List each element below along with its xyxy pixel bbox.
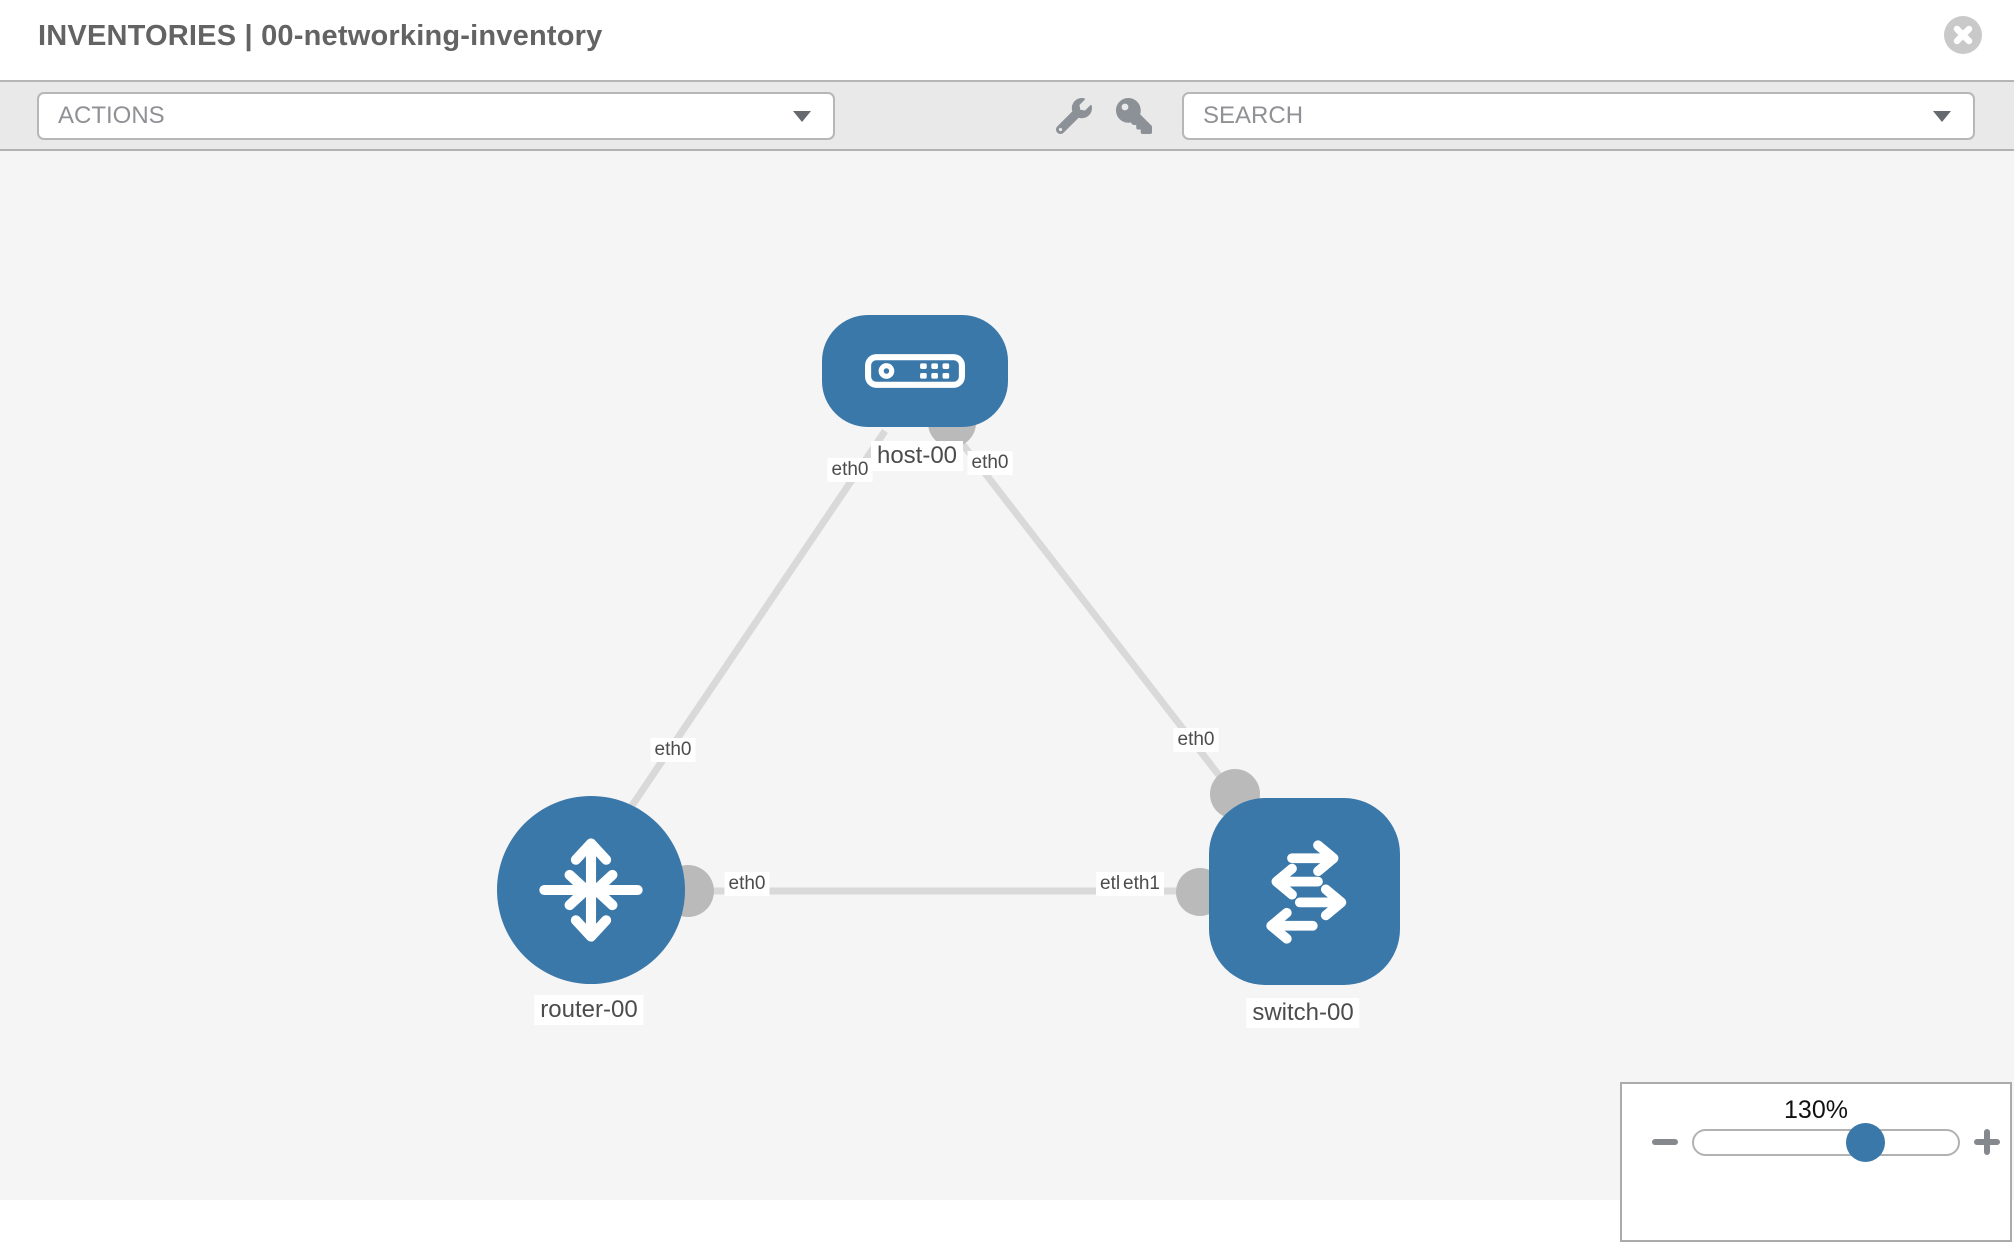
search-dropdown[interactable]: SEARCH	[1182, 92, 1975, 140]
node-switch-00[interactable]	[1209, 798, 1400, 985]
minus-icon	[1652, 1139, 1678, 1145]
search-dropdown-label: SEARCH	[1203, 102, 1304, 129]
zoom-panel: 130%	[1620, 1082, 2012, 1242]
key-button[interactable]	[1108, 90, 1160, 142]
wrench-button[interactable]	[1048, 90, 1100, 142]
topology-canvas[interactable]: host-00 router-00 switch-00 eth0 eth0 et…	[0, 151, 2014, 1242]
host-icon	[865, 354, 965, 388]
wrench-icon	[1056, 98, 1092, 134]
zoom-slider-track[interactable]	[1692, 1129, 1960, 1156]
page-title: INVENTORIES | 00-networking-inventory	[38, 20, 603, 52]
node-label-host: host-00	[870, 441, 964, 471]
plus-icon	[1984, 1129, 1990, 1155]
key-icon	[1116, 98, 1152, 134]
interface-label-host-eth0-left: eth0	[827, 458, 873, 482]
close-icon	[1953, 25, 1973, 45]
actions-dropdown[interactable]: ACTIONS	[37, 92, 835, 140]
interface-label-router-eth0-right: eth0	[724, 872, 770, 896]
close-button[interactable]	[1944, 16, 1982, 54]
zoom-in-button[interactable]	[1967, 1122, 2007, 1162]
zoom-level: 130%	[1784, 1096, 1848, 1124]
interface-label-router-eth0-top: eth0	[650, 738, 696, 762]
chevron-down-icon	[793, 111, 811, 122]
chevron-down-icon	[1933, 111, 1951, 122]
node-label-switch: switch-00	[1246, 998, 1360, 1028]
node-host-00[interactable]	[822, 315, 1008, 427]
interface-label-host-eth0-right: eth0	[967, 451, 1013, 475]
node-label-router: router-00	[534, 995, 644, 1025]
toolbar: ACTIONS SEARCH	[0, 80, 2014, 151]
header: INVENTORIES | 00-networking-inventory	[0, 0, 2014, 80]
router-icon	[539, 838, 643, 942]
actions-dropdown-label: ACTIONS	[58, 102, 165, 129]
interface-label-switch-eth1: eth1	[1119, 872, 1164, 896]
zoom-slider-thumb[interactable]	[1846, 1123, 1885, 1162]
zoom-out-button[interactable]	[1645, 1122, 1685, 1162]
interface-label-switch-eth0-top: eth0	[1173, 728, 1219, 752]
node-router-00[interactable]	[497, 796, 685, 984]
switch-icon	[1265, 839, 1346, 944]
topology-edges-layer	[622, 399, 1260, 917]
